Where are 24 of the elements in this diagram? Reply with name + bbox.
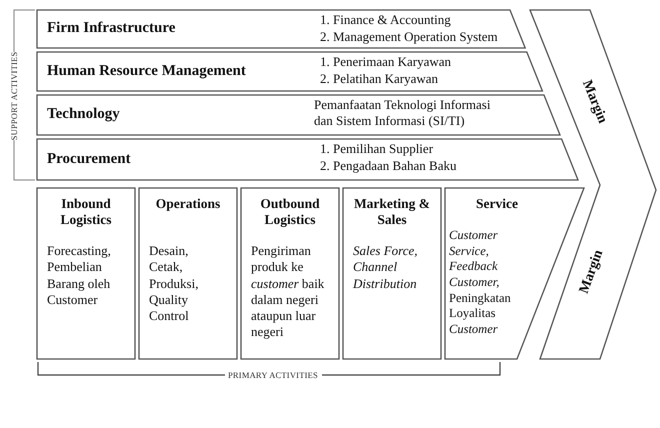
activity-item: 2. Pelatihan Karyawan <box>320 71 438 87</box>
activity-heading: Outbound Logistics <box>259 196 321 228</box>
margin-label: Margin <box>578 78 610 126</box>
activity-heading: Service <box>475 196 519 212</box>
activity-item: 1. Finance & Accounting <box>320 12 451 28</box>
activity-heading: Firm Infrastructure <box>47 20 176 38</box>
activity-item: 1. Pemilihan Supplier <box>320 141 434 157</box>
activity-description: Customer Service, Feedback Customer, Peningkatan Loyalitas Customer <box>449 228 512 338</box>
activity-item: 1. Penerimaan Karyawan <box>320 54 452 70</box>
activity-heading: Human Resource Management <box>47 62 246 80</box>
activity-heading: Technology <box>47 106 120 124</box>
activity-description: Forecasting, Pembelian Barang oleh Customer <box>47 243 112 308</box>
activity-heading: Operations <box>154 196 222 212</box>
activity-heading: Procurement <box>47 150 131 168</box>
activity-heading: Inbound Logistics <box>59 196 112 228</box>
activity-description: Sales Force, Channel Distribution <box>353 243 418 292</box>
activity-description: Desain, Cetak, Produksi, Quality Control <box>149 243 200 324</box>
axis-label: PRIMARY ACTIVITIES <box>228 370 318 380</box>
axis-label: SUPPORT ACTIVITIES <box>9 52 19 140</box>
activity-heading: Marketing & Sales <box>352 196 432 228</box>
activity-description: Pemanfaatan Teknologi Informasi dan Sistem Informasi (SI/TI) <box>314 97 492 130</box>
activity-item: 2. Management Operation System <box>320 29 498 45</box>
activity-item: 2. Pengadaan Bahan Baku <box>320 158 456 174</box>
activity-description: Pengiriman produk ke customer baik dalam negeri ataupun luar negeri <box>251 243 326 340</box>
